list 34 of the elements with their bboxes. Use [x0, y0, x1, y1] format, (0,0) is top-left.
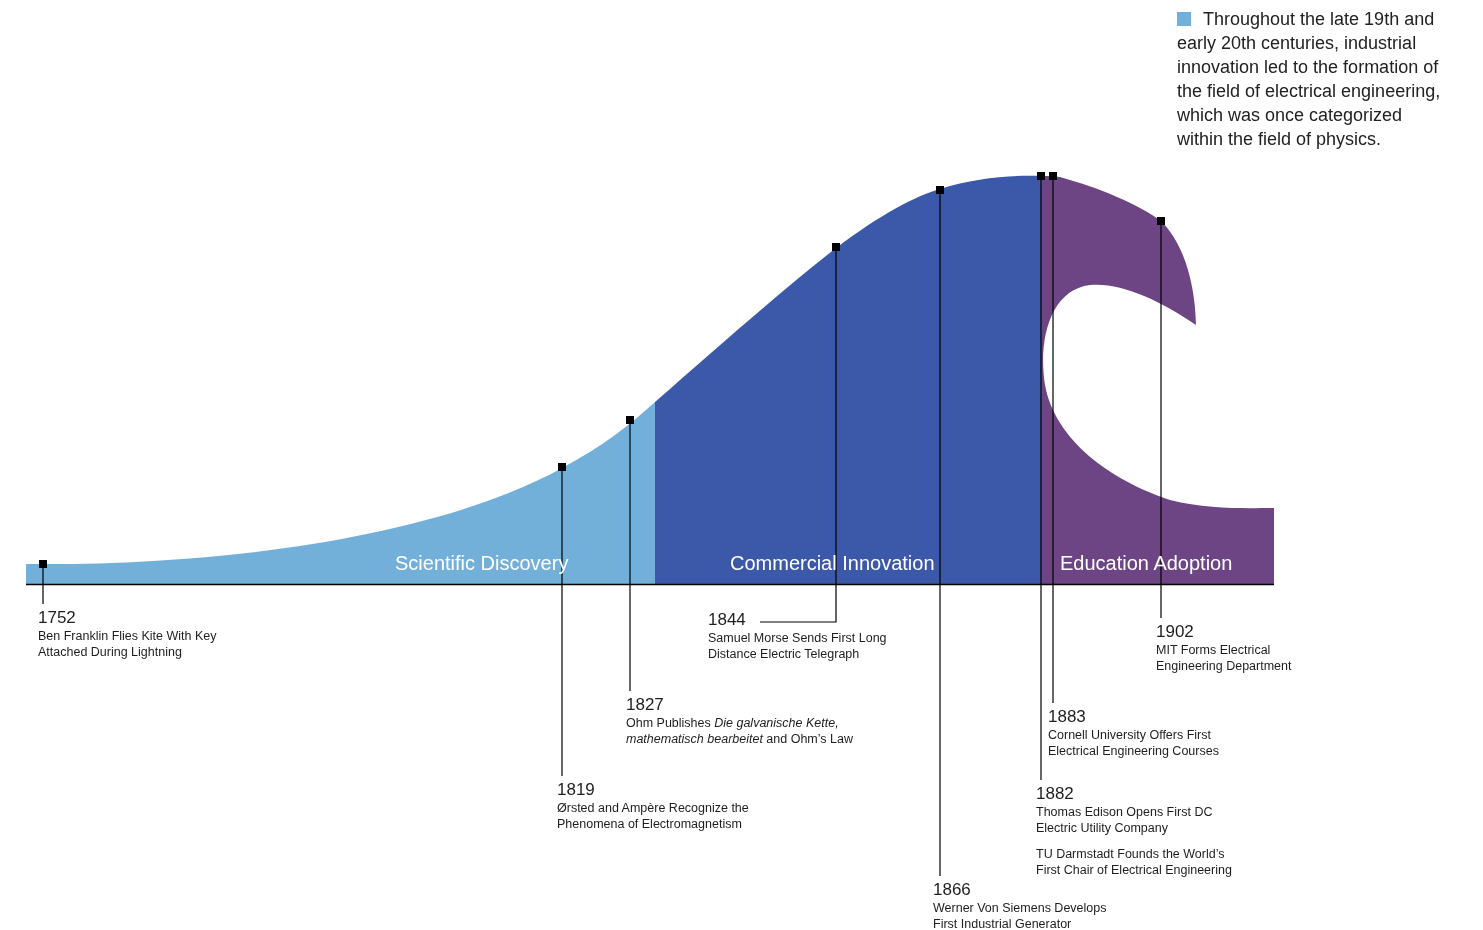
- event-description: Ørsted and Ampère Recognize the Phenomena of Electromagnetism: [557, 800, 750, 832]
- event-year: 1883: [1048, 707, 1087, 727]
- point-marker: [558, 463, 566, 471]
- leader-line: [1040, 179, 1042, 781]
- band-label: Commercial Innovation: [730, 551, 935, 575]
- legend-text: Throughout the late 19th and early 20th centuries, industrial innovation led to the formation of the field of electrical engineering, which was once categorized within the field of physics.: [1177, 9, 1441, 149]
- point-marker: [1157, 217, 1165, 225]
- event-description: MIT Forms Electrical Engineering Department: [1156, 642, 1293, 674]
- event-year: 1752: [38, 608, 77, 628]
- event-description: Werner Von Siemens Develops First Industrial Generator: [933, 900, 1108, 930]
- event-year: 1866: [933, 880, 972, 900]
- leader-line: [561, 470, 563, 777]
- point-marker: [626, 416, 634, 424]
- leader-line: [939, 193, 941, 877]
- event-description: Cornell University Offers First Electrical Engineering Courses: [1048, 727, 1220, 759]
- leader-line: [42, 567, 44, 605]
- event-year: 1844: [708, 610, 747, 630]
- event-description: TU Darmstadt Founds the World’s First Chair of Electrical Engineering: [1036, 846, 1233, 878]
- leader-line: [1052, 179, 1054, 704]
- event-description: Thomas Edison Opens First DC Electric Utility Company: [1036, 804, 1214, 836]
- leader-line: [759, 250, 837, 623]
- event-year: 1819: [557, 780, 596, 800]
- band-label: Education Adoption: [1060, 551, 1233, 575]
- event-description: Samuel Morse Sends First Long Distance Electric Telegraph: [708, 630, 888, 662]
- point-marker: [1049, 172, 1057, 180]
- event-year: 1902: [1156, 622, 1195, 642]
- event-year: 1882: [1036, 784, 1075, 804]
- event-description: Ohm Publishes Die galvanische Kette, mathematisch bearbeitet and Ohm’s Law: [626, 715, 854, 747]
- event-description: Ben Franklin Flies Kite With Key Attached During Lightning: [38, 628, 218, 660]
- leader-line: [629, 423, 631, 692]
- event-year: 1827: [626, 695, 665, 715]
- leader-line: [1160, 224, 1162, 619]
- point-marker: [832, 243, 840, 251]
- point-marker: [1037, 172, 1045, 180]
